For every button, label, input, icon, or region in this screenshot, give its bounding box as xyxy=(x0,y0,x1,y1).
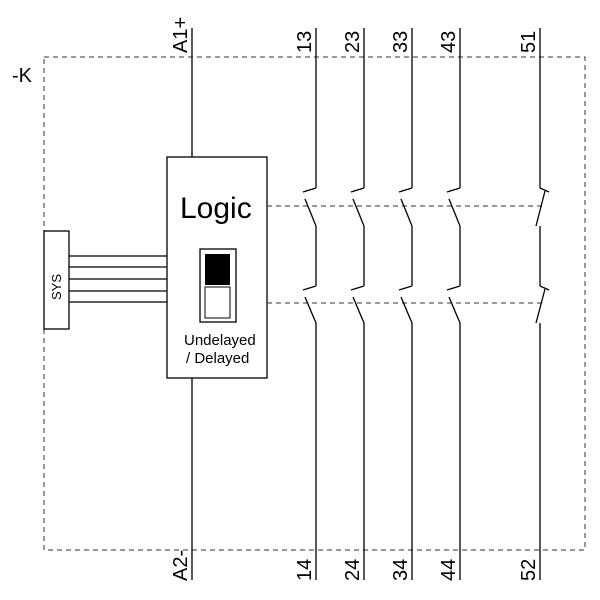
coil-a1-label: A1+ xyxy=(170,17,192,53)
contact-13-14-lower-blade xyxy=(304,296,317,324)
contact-33-34-bottom-label: 34 xyxy=(390,559,412,581)
dip-switch[interactable] xyxy=(199,248,237,323)
contact-13-14-bottom-label: 14 xyxy=(294,559,316,581)
contact-33-34-lower-blade xyxy=(400,296,413,324)
contact-51-52-top-label: 51 xyxy=(518,31,540,53)
device-tag: -K xyxy=(12,65,33,87)
contact-43-44-top-label: 43 xyxy=(438,31,460,53)
contact-23-24-upper-blade xyxy=(352,198,365,227)
contact-43-44-lower-stop xyxy=(446,285,461,291)
contact-13-14-upper-stop xyxy=(302,187,317,193)
switch-label-delayed: / Delayed xyxy=(186,350,249,367)
contact-33-34-lower-stop xyxy=(398,285,413,291)
contact-43-44-lower-blade xyxy=(448,296,461,324)
contact-23-24-top-label: 23 xyxy=(342,31,364,53)
contact-23-24-upper-stop xyxy=(350,187,365,193)
contact-13-14-upper-blade xyxy=(304,198,317,227)
dip-switch-knob xyxy=(205,254,230,285)
contact-group: 13 14 23 24 33 34 43 44 51 52 xyxy=(294,28,550,581)
sys-connector xyxy=(43,230,70,330)
contact-43-44-bottom-label: 44 xyxy=(438,559,460,581)
contact-33-34-top-label: 33 xyxy=(390,31,412,53)
contact-43-44-upper-blade xyxy=(448,198,461,227)
contact-51-52-upper-hook xyxy=(539,187,550,193)
contact-23-24-bottom-label: 24 xyxy=(342,559,364,581)
contact-51-52-lower-hook xyxy=(539,285,550,291)
contact-43-44-upper-stop xyxy=(446,187,461,193)
logic-title: Logic xyxy=(180,192,252,225)
contact-13-14-top-label: 13 xyxy=(294,31,316,53)
contact-13-14-lower-stop xyxy=(302,285,317,291)
contact-23-24-lower-stop xyxy=(350,285,365,291)
contact-51-52-upper-blade xyxy=(535,190,546,227)
dip-switch-slot xyxy=(204,286,231,319)
contact-51-52-bottom-label: 52 xyxy=(518,559,540,581)
contact-51-52-lower-blade xyxy=(535,288,546,324)
contact-33-34-upper-blade xyxy=(400,198,413,227)
switch-label-undelayed: Undelayed xyxy=(184,332,256,349)
contact-33-34-upper-stop xyxy=(398,187,413,193)
coil-a2-label: A2- xyxy=(170,550,192,581)
sys-bus xyxy=(69,255,167,303)
contact-23-24-lower-blade xyxy=(352,296,365,324)
sys-label: SYS xyxy=(49,274,64,300)
